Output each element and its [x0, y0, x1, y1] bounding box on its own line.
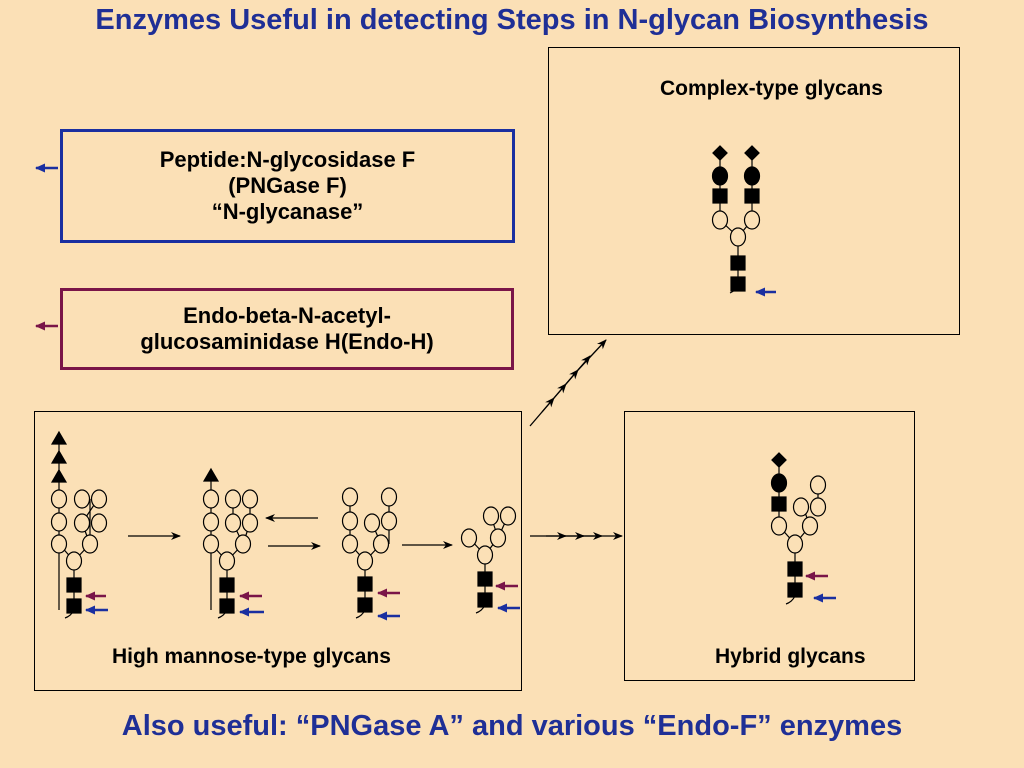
- mannose-icon: [81, 534, 99, 554]
- pngase-f-name: Peptide:N-glycosidase F: [159, 147, 416, 172]
- glcnac-icon: [66, 577, 82, 593]
- mannose-icon: [363, 513, 381, 533]
- glcnac-icon: [712, 188, 728, 204]
- complex-glycans-label: Complex-type glycans: [660, 77, 883, 100]
- mannose-icon: [482, 506, 500, 526]
- mannose-icon: [90, 513, 108, 533]
- footer-note: Also useful: “PNGase A” and various “End…: [121, 710, 903, 742]
- mannose-icon: [50, 512, 68, 532]
- endo-h-name-line1: Endo-beta-N-acetyl-: [183, 303, 391, 328]
- high-mannose-structure-2: [202, 467, 259, 619]
- mannose-icon: [711, 210, 729, 230]
- galactose-icon: [743, 166, 761, 186]
- mannose-icon: [380, 487, 398, 507]
- mannose-icon: [73, 489, 91, 509]
- mannose-icon: [743, 210, 761, 230]
- mannose-icon: [234, 534, 252, 554]
- glucose-icon: [50, 468, 68, 483]
- glcnac-icon: [787, 582, 803, 598]
- complex-glycans-panel: [548, 47, 960, 335]
- mannose-icon: [90, 489, 108, 509]
- high-mannose-structure-1: [50, 430, 108, 619]
- mannose-icon: [460, 528, 478, 548]
- galactose-icon: [770, 473, 788, 493]
- mannose-icon: [770, 516, 788, 536]
- glcnac-icon: [219, 577, 235, 593]
- glcnac-icon: [66, 598, 82, 614]
- mannose-icon: [50, 489, 68, 509]
- hybrid-glycan-structure: [770, 452, 827, 605]
- glcnac-icon: [357, 597, 373, 613]
- mannose-icon: [202, 512, 220, 532]
- glcnac-icon: [477, 592, 493, 608]
- mannose-icon: [341, 534, 359, 554]
- high-mannose-structure-3: [341, 487, 398, 619]
- processing-arrows: [128, 339, 623, 550]
- mannose-icon: [801, 516, 819, 536]
- mannose-icon: [224, 489, 242, 509]
- mannose-icon: [380, 511, 398, 531]
- complex-glycan-structure: [711, 145, 761, 294]
- mannose-icon: [218, 551, 236, 571]
- mannose-icon: [792, 497, 810, 517]
- glcnac-icon: [357, 576, 373, 592]
- glcnac-icon: [787, 561, 803, 577]
- glcnac-icon: [744, 188, 760, 204]
- mannose-icon: [241, 513, 259, 533]
- galactose-icon: [711, 166, 729, 186]
- sialic-acid-icon: [771, 452, 787, 468]
- mannose-icon: [476, 545, 494, 565]
- mannose-icon: [809, 475, 827, 495]
- mannose-icon: [50, 534, 68, 554]
- hybrid-glycans-label: Hybrid glycans: [715, 645, 866, 668]
- high-mannose-structure-4: [460, 506, 517, 614]
- pngase-f-abbrev: (PNGase F): [228, 173, 347, 198]
- mannose-icon: [224, 513, 242, 533]
- mannose-icon: [499, 506, 517, 526]
- glucose-icon: [50, 449, 68, 464]
- endo-h-box: Endo-beta-N-acetyl- glucosaminidase H(En…: [60, 288, 514, 370]
- high-mannose-glycans-label: High mannose-type glycans: [112, 645, 391, 668]
- glcnac-icon: [219, 598, 235, 614]
- mannose-icon: [65, 551, 83, 571]
- high-mannose-glycans-panel: [34, 411, 522, 691]
- mannose-icon: [241, 489, 259, 509]
- mannose-icon: [729, 227, 747, 247]
- mannose-icon: [489, 528, 507, 548]
- glucose-icon: [202, 467, 220, 482]
- pngase-f-alias: “N-glycanase”: [211, 199, 364, 224]
- page-title: Enzymes Useful in detecting Steps in N-g…: [95, 4, 929, 36]
- mannose-icon: [372, 534, 390, 554]
- mannose-icon: [202, 489, 220, 509]
- glcnac-icon: [477, 571, 493, 587]
- glucose-icon: [50, 430, 68, 445]
- hybrid-glycans-panel: [624, 411, 915, 681]
- mannose-icon: [341, 487, 359, 507]
- glcnac-icon: [730, 276, 746, 292]
- sialic-acid-icon: [712, 145, 728, 161]
- mannose-icon: [341, 511, 359, 531]
- glcnac-icon: [771, 496, 787, 512]
- sialic-acid-icon: [744, 145, 760, 161]
- mannose-icon: [809, 497, 827, 517]
- pngase-f-box: Peptide:N-glycosidase F (PNGase F) “N-gl…: [60, 129, 515, 243]
- mannose-icon: [73, 513, 91, 533]
- mannose-icon: [786, 534, 804, 554]
- endo-h-name-line2: glucosaminidase H(Endo-H): [140, 329, 434, 354]
- glcnac-icon: [730, 255, 746, 271]
- mannose-icon: [356, 551, 374, 571]
- mannose-icon: [202, 534, 220, 554]
